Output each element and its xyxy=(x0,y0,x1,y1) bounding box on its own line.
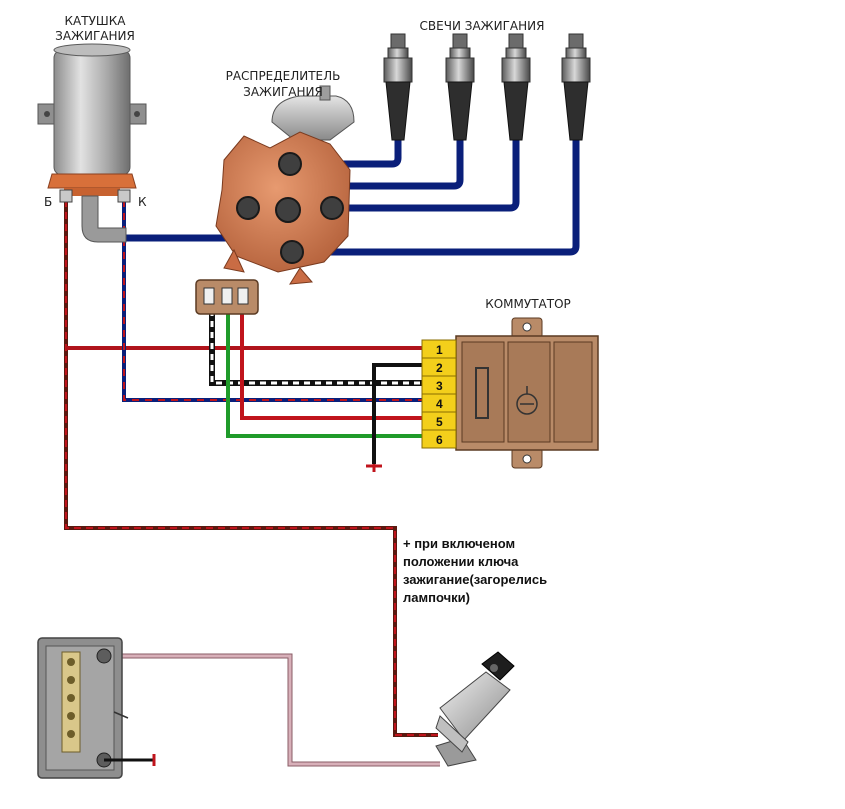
coil-terminal-k xyxy=(117,189,131,203)
distributor-label-line2: ЗАЖИГАНИЯ xyxy=(243,85,323,99)
plugs-label: СВЕЧИ ЗАЖИГАНИЯ xyxy=(420,19,545,33)
spark-plug xyxy=(445,33,475,141)
commutator-connector xyxy=(421,339,457,449)
commutator-label: КОММУТАТОР xyxy=(485,297,571,311)
distributor-label-line1: РАСПРЕДЕЛИТЕЛЬ xyxy=(226,69,341,83)
hall-sensor-connector xyxy=(195,279,259,315)
coil-terminal-b xyxy=(59,189,73,203)
fuse-block xyxy=(37,637,156,779)
wire-pink xyxy=(104,653,440,767)
wire-ground xyxy=(366,363,422,472)
commutator-pin-label: 4 xyxy=(436,397,443,411)
commutator-pin-label: 2 xyxy=(436,361,443,375)
ignition-note-line2: положении ключа xyxy=(403,554,519,569)
ignition-coil xyxy=(37,43,147,243)
spark-plug xyxy=(561,33,591,141)
wire-k-terminal xyxy=(122,200,422,402)
terminal-b-label: Б xyxy=(44,195,52,209)
commutator-pin-label: 5 xyxy=(436,415,443,429)
terminal-k-label: К xyxy=(138,195,147,209)
ignition-note-line3: зажигание(загорелись xyxy=(403,572,547,587)
distributor-terminals xyxy=(236,152,344,264)
ignition-note-line4: лампочки) xyxy=(403,590,470,605)
coil-label-line2: ЗАЖИГАНИЯ xyxy=(55,29,135,43)
spark-plug xyxy=(383,33,413,141)
commutator-pin-label: 3 xyxy=(436,379,443,393)
commutator xyxy=(455,317,599,469)
coil-label-line1: КАТУШКА xyxy=(65,14,127,28)
commutator-pin-label: 6 xyxy=(436,433,443,447)
wire-hall-red xyxy=(240,310,422,420)
ignition-note-line1: + при включеном xyxy=(403,536,515,551)
wire-hall-green xyxy=(226,310,422,438)
wire-hall-white-black xyxy=(209,310,422,386)
commutator-pin-label: 1 xyxy=(436,343,443,357)
ignition-switch xyxy=(435,651,515,767)
hv-wires xyxy=(122,136,580,256)
spark-plug xyxy=(501,33,531,141)
